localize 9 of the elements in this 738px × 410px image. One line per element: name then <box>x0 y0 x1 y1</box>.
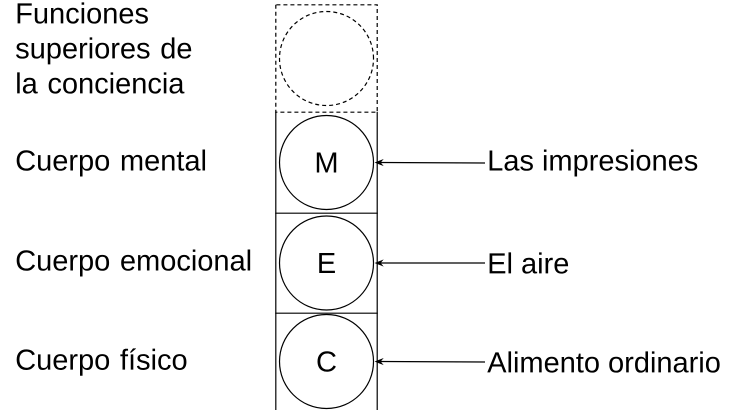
source-label: El aire <box>490 252 568 274</box>
dashed-circle <box>278 10 374 106</box>
source-label: Las impresiones <box>490 149 698 177</box>
side-label: Cuerpo físico <box>16 348 186 376</box>
side-label: Funciones superiores de la conciencia <box>16 2 192 94</box>
source-label: Alimento ordinario <box>487 351 720 373</box>
side-label: Cuerpo emocional <box>16 249 250 277</box>
dashed-box <box>275 4 378 113</box>
side-label: Cuerpo mental <box>16 149 206 177</box>
